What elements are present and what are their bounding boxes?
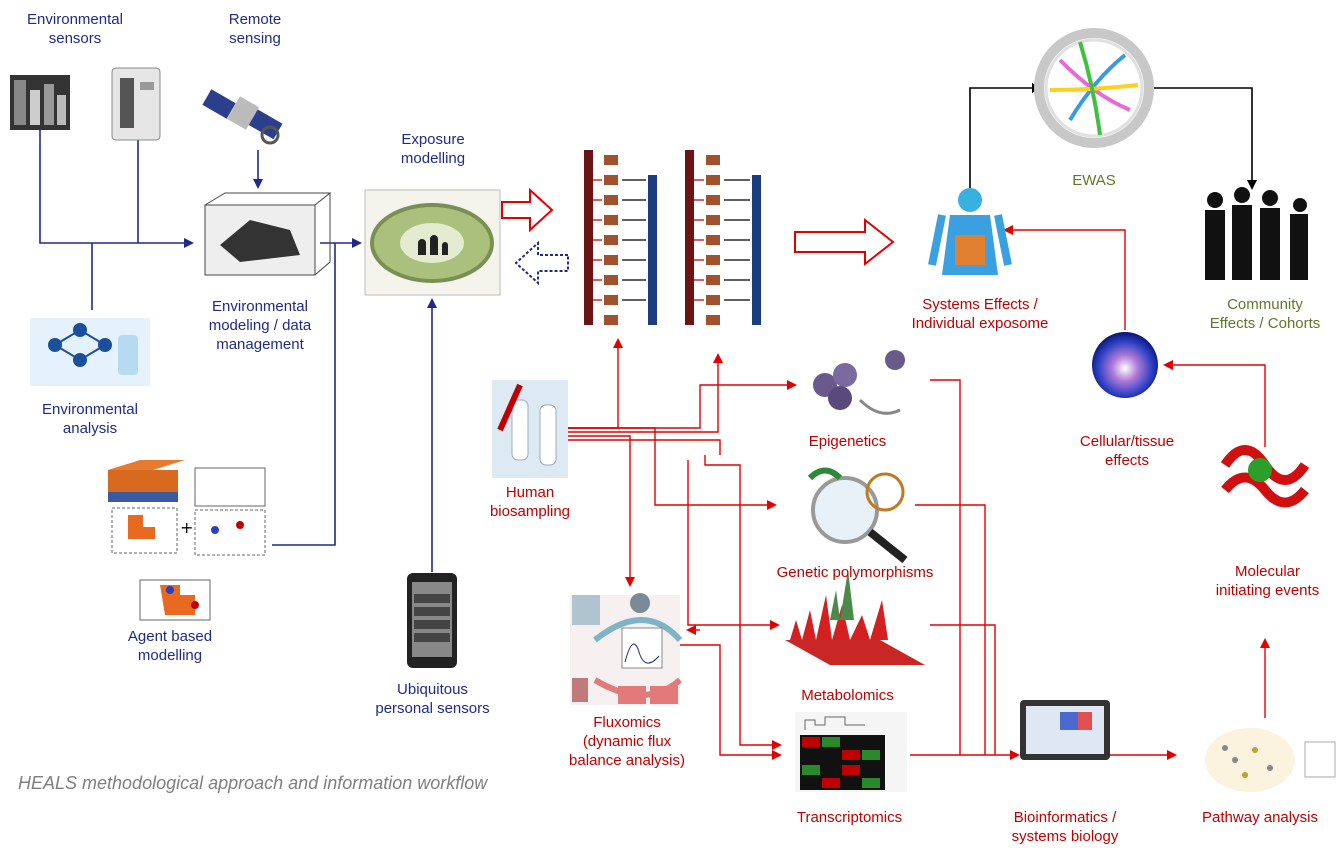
protein-ribbon-icon	[1220, 445, 1310, 508]
label-molecular-initiating-events: Molecular initiating events	[1215, 563, 1320, 599]
label-pathway-analysis: Pathway analysis	[1202, 809, 1318, 826]
satellite-icon	[202, 89, 283, 145]
transcriptomics-heatmap	[795, 712, 907, 792]
figure-caption: HEALS methodological approach and inform…	[18, 773, 488, 793]
fluxomics-diagram	[570, 593, 683, 705]
ewas-circos-plot	[1034, 28, 1154, 148]
bioinformatics-tablet-icon	[1020, 700, 1110, 760]
label-cellular-tissue-effects: Cellular/tissue effects	[1079, 433, 1175, 469]
ewas-connectors	[969, 83, 1257, 190]
label-community-effects: Community Effects / Cohorts	[1209, 296, 1321, 332]
label-environmental-sensors: Environmental sensors	[27, 11, 123, 47]
exposure-forward-arrow	[501, 187, 554, 233]
human-body-organs-icon	[928, 188, 1012, 275]
label-fluxomics: Fluxomics (dynamic flux balance analysis…	[569, 714, 685, 769]
label-remote-sensing: Remote sensing	[228, 11, 282, 47]
label-agent-based-modelling: Agent based modelling	[127, 628, 213, 664]
label-systems-effects: Systems Effects / Individual exposome	[911, 296, 1049, 332]
magnifier-dna-icon	[807, 467, 908, 564]
label-transcriptomics: Transcriptomics	[796, 809, 903, 826]
pathway-network-icon	[1205, 728, 1336, 792]
biology-connectors	[568, 225, 1270, 760]
label-metabolomics: Metabolomics	[801, 687, 894, 704]
agent-grid-layers: +	[108, 460, 266, 621]
3d-environment-model	[204, 192, 332, 276]
label-ewas: EWAS	[1072, 172, 1116, 189]
metabolomics-3d-spectrum	[785, 570, 925, 665]
label-ubiquitous-sensors: Ubiquitous personal sensors	[375, 681, 490, 717]
label-exposure-modelling: Exposure modelling	[400, 131, 466, 167]
environment-connectors	[39, 128, 437, 572]
feedback-dotted-arrow	[514, 240, 569, 286]
svg-text:+: +	[180, 518, 193, 537]
label-bioinformatics: Bioinformatics / systems biology	[1011, 809, 1119, 845]
community-silhouettes	[1205, 187, 1308, 280]
label-genetic-polymorphisms: Genetic polymorphisms	[776, 564, 934, 581]
label-human-biosampling: Human biosampling	[489, 484, 571, 520]
test-tube-pipette-image	[492, 380, 568, 478]
epigenetics-histone-icon	[813, 350, 905, 415]
pbpk-chain-left	[584, 150, 657, 325]
exposure-model-diagram	[364, 189, 501, 296]
to-systems-hollow-arrow	[794, 217, 895, 267]
label-environmental-modeling: Environmental modeling / data management	[208, 298, 312, 353]
city-sensor-photo	[10, 75, 70, 130]
label-epigenetics: Epigenetics	[808, 433, 887, 450]
molecule-lab-illustration	[30, 318, 150, 386]
cell-sphere-icon	[1092, 332, 1158, 398]
label-environmental-analysis: Environmental analysis	[42, 401, 138, 437]
air-sensor-device-icon	[111, 67, 161, 141]
pbpk-chain-right	[685, 150, 761, 325]
smartphone-icon	[407, 573, 457, 668]
